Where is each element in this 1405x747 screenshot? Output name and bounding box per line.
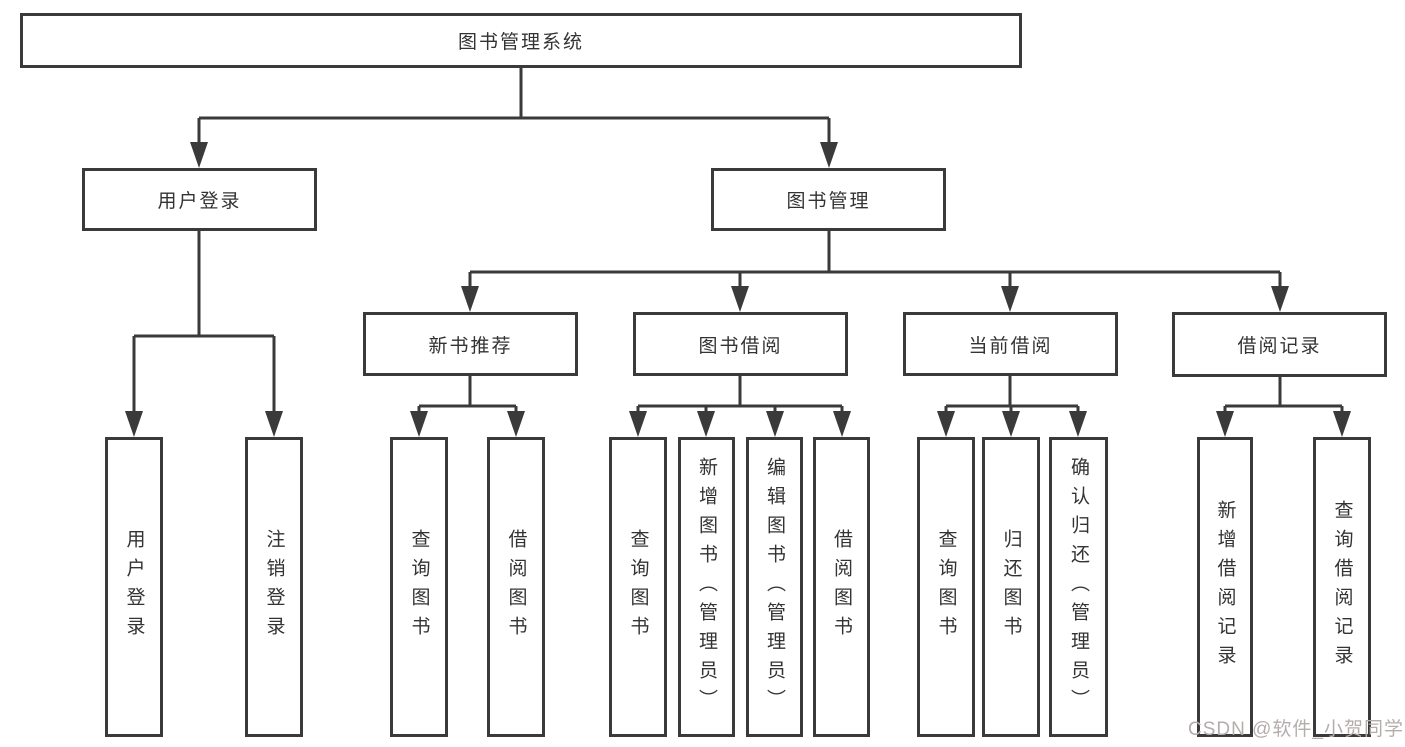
node-label: 编辑图书（管理员） (764, 456, 785, 718)
node-root: 图书管理系统 (20, 13, 1022, 68)
node-current-borrowing: 当前借阅 (903, 312, 1118, 376)
node-book-management: 图书管理 (711, 168, 946, 231)
node-user-login: 用户登录 (82, 168, 317, 231)
node-label: 借阅记录 (1237, 336, 1322, 357)
leaf-add-books-admin: 新增图书（管理员） (678, 437, 735, 737)
node-label: 查询借阅记录 (1331, 500, 1353, 674)
node-borrowing-records: 借阅记录 (1172, 312, 1387, 377)
node-label: 借阅图书 (505, 529, 527, 645)
node-label: 图书借阅 (698, 335, 783, 357)
node-new-book-recommend: 新书推荐 (363, 312, 578, 376)
leaf-query-borrow-record: 查询借阅记录 (1313, 437, 1371, 737)
node-label: 归还图书 (1000, 529, 1022, 645)
node-label: 新书推荐 (428, 335, 513, 357)
node-label: 注销登录 (263, 529, 285, 645)
node-label: 查询图书 (627, 529, 649, 645)
node-label: 图书管理系统 (457, 32, 584, 53)
leaf-add-borrow-record: 新增借阅记录 (1197, 437, 1253, 737)
arrowheads (125, 142, 1351, 437)
node-label: 用户登录 (123, 529, 145, 645)
leaf-borrowing-query-books: 查询图书 (609, 437, 667, 737)
node-label: 新增借阅记录 (1214, 500, 1236, 674)
leaf-recommend-query-books: 查询图书 (390, 437, 448, 737)
node-label: 图书管理 (786, 191, 871, 212)
leaf-return-books: 归还图书 (982, 437, 1040, 737)
leaf-current-query-books: 查询图书 (917, 437, 975, 737)
leaf-edit-books-admin: 编辑图书（管理员） (746, 437, 803, 737)
node-label: 新增图书（管理员） (696, 456, 717, 718)
csdn-watermark: CSDN @软件_小贺同学 (1188, 719, 1404, 740)
leaf-recommend-borrow-books: 借阅图书 (487, 437, 545, 737)
node-label: 确认归还（管理员） (1068, 456, 1089, 718)
node-label: 当前借阅 (968, 335, 1053, 357)
node-label: 借阅图书 (831, 529, 852, 645)
node-book-borrowing: 图书借阅 (633, 312, 848, 376)
node-label: 查询图书 (935, 529, 957, 645)
leaf-borrowing-borrow-books: 借阅图书 (813, 437, 870, 737)
leaf-confirm-return-admin: 确认归还（管理员） (1049, 437, 1108, 737)
leaf-logout-login: 注销登录 (245, 437, 303, 737)
leaf-user-login: 用户登录 (105, 437, 163, 737)
node-label: 查询图书 (408, 529, 430, 645)
node-label: 用户登录 (157, 191, 242, 212)
